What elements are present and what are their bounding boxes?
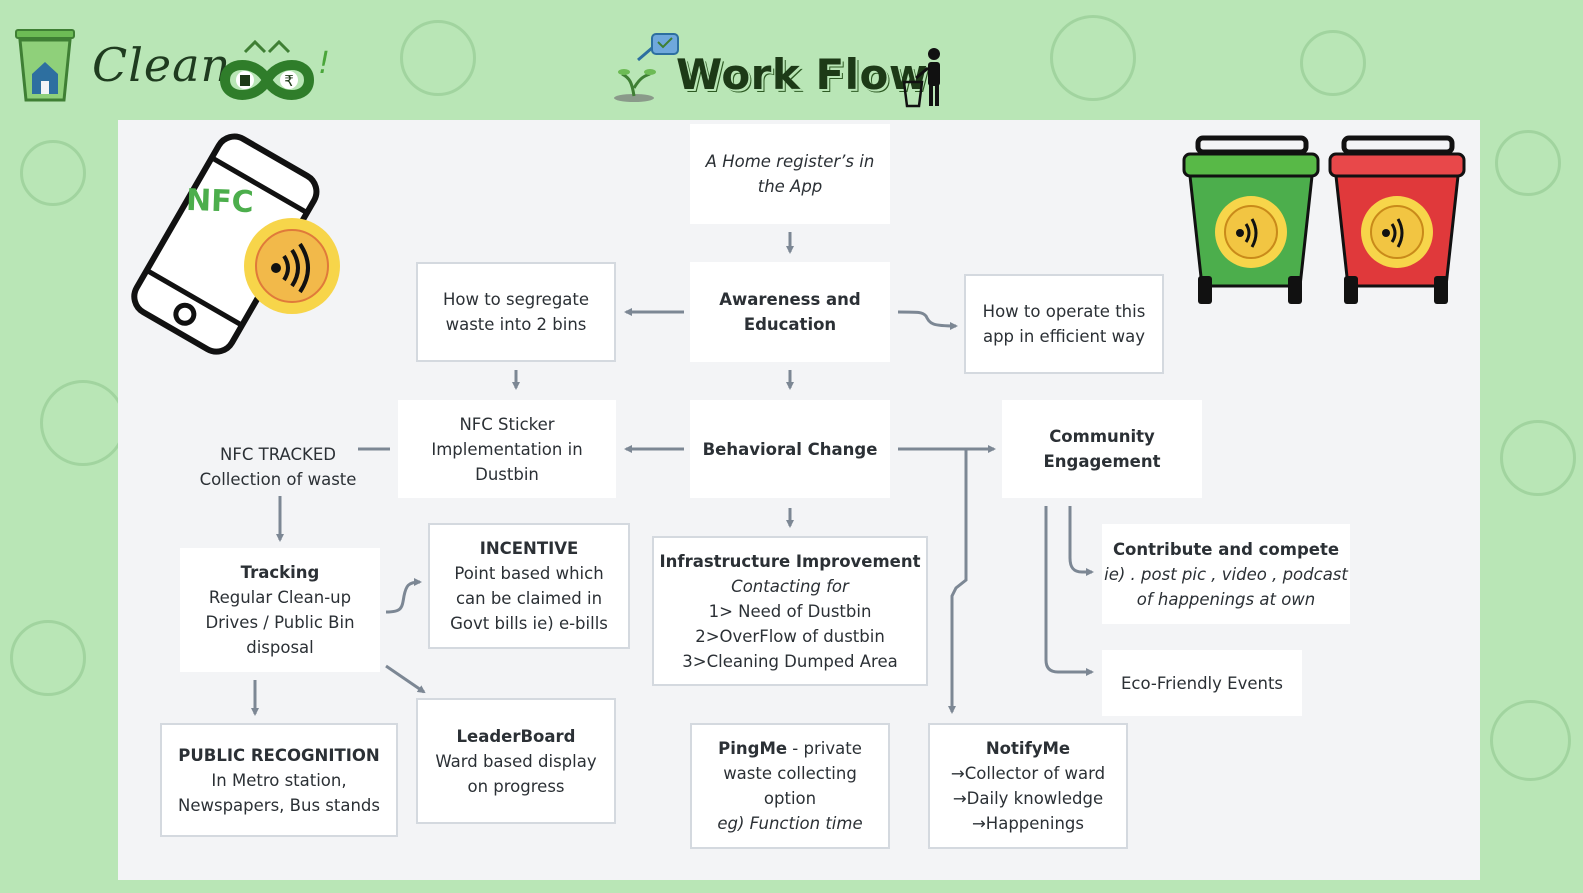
node-leaderboard: LeaderBoard Ward based display on progre…	[416, 698, 616, 824]
node-text: disposal	[246, 638, 314, 657]
node-text: Eco-Friendly Events	[1120, 673, 1284, 693]
node-text: option	[763, 789, 817, 808]
logo-exclaim: !	[318, 46, 331, 81]
node-infrastructure: Infrastructure Improvement Contacting fo…	[652, 536, 928, 686]
node-community-engagement: Community Engagement	[1002, 400, 1202, 498]
node-text: A Home register’s in	[705, 152, 875, 171]
node-text: How to segregate	[442, 290, 590, 309]
arrow-community-to-contribute	[1068, 506, 1094, 576]
node-text: of happenings at own	[1136, 589, 1316, 609]
node-text: waste into 2 bins	[445, 315, 587, 334]
flow-arrows	[251, 232, 1094, 716]
node-behavioral-change: Behavioral Change	[690, 400, 890, 498]
node-text: Drives / Public Bin	[205, 613, 355, 632]
arrow-community-to-events	[1044, 506, 1094, 676]
node-nfc-tracked: NFC TRACKED Collection of waste	[178, 442, 378, 492]
node-contribute-compete: Contribute and compete ie) . post pic , …	[1102, 524, 1350, 624]
node-text: →Collector of ward	[950, 764, 1106, 783]
node-notifyme: NotifyMe →Collector of ward →Daily knowl…	[928, 723, 1128, 849]
node-text: Community	[1049, 427, 1155, 446]
node-home-register: A Home register’s in the App	[690, 124, 890, 224]
node-text: Behavioral Change	[702, 439, 878, 459]
nfc-phone-icon: NFC	[126, 126, 346, 356]
node-incentive: INCENTIVE Point based which can be claim…	[428, 523, 630, 649]
node-text: How to operate this	[982, 302, 1146, 321]
node-public-recognition: PUBLIC RECOGNITION In Metro station, New…	[160, 723, 398, 837]
node-nfc-sticker: NFC Sticker Implementation in Dustbin	[398, 400, 616, 498]
node-text: waste collecting	[723, 764, 857, 783]
node-text: Collection of waste	[199, 470, 357, 489]
green-bin-icon	[1182, 135, 1320, 304]
node-text: ie) . post pic , video , podcast	[1104, 564, 1348, 584]
node-title: Tracking	[240, 563, 320, 582]
node-text: Education	[743, 315, 837, 334]
node-text: app in efficient way	[982, 327, 1146, 346]
infinity-rupee-icon: ₹	[219, 39, 315, 100]
node-text: Ward based display	[435, 751, 597, 771]
node-operate-app: How to operate this app in efficient way	[964, 274, 1164, 374]
node-text: Point based which	[454, 564, 604, 583]
arrow-awareness-to-operate	[897, 310, 958, 330]
node-text: Implementation in	[431, 439, 583, 459]
node-title: PingMe	[718, 739, 788, 758]
node-title-suffix: - private	[787, 739, 862, 758]
arrow-tracking-to-leaderboard	[385, 664, 426, 694]
node-title: INCENTIVE	[479, 539, 579, 558]
node-note: eg) Function time	[717, 814, 863, 833]
bins-illustration	[1182, 135, 1466, 304]
watering-can-icon	[614, 33, 679, 102]
node-text: can be claimed in	[455, 589, 603, 608]
arrow-behavioral-to-notify	[948, 449, 968, 714]
node-subtitle: Contacting for	[731, 576, 849, 596]
node-title: Infrastructure Improvement	[659, 551, 921, 571]
app-logo: Clean ₹ !	[12, 20, 342, 105]
node-text: Engagement	[1043, 452, 1161, 471]
page-title: Work Flow	[676, 50, 929, 99]
arrow-tracking-to-incentive	[385, 578, 422, 614]
page-title-area: Work Flow	[612, 28, 952, 108]
node-text: NFC Sticker	[459, 414, 555, 434]
recycle-bin-logo-icon	[15, 29, 75, 102]
node-eco-events: Eco-Friendly Events	[1102, 650, 1302, 716]
node-text: →Daily knowledge	[952, 789, 1104, 808]
person-dustbin-icon	[902, 48, 940, 108]
node-text: Dustbin	[475, 464, 539, 484]
node-text: In Metro station,	[211, 770, 347, 790]
node-segregate: How to segregate waste into 2 bins	[416, 262, 616, 362]
node-tracking: Tracking Regular Clean-up Drives / Publi…	[180, 548, 380, 672]
node-title: LeaderBoard	[456, 726, 576, 746]
node-text: NFC TRACKED	[220, 445, 336, 464]
node-title: NotifyMe	[985, 739, 1071, 758]
node-title: PUBLIC RECOGNITION	[178, 745, 380, 765]
logo-text: Clean	[92, 38, 232, 92]
rupee-symbol: ₹	[284, 72, 294, 90]
red-bin-icon	[1328, 135, 1466, 304]
node-text: Awareness and	[719, 290, 861, 309]
node-text: the App	[757, 177, 823, 196]
diagram-panel: NFC	[118, 120, 1480, 880]
node-text: 1> Need of Dustbin	[708, 601, 872, 621]
node-text: Newspapers, Bus stands	[178, 795, 380, 815]
node-text: 3>Cleaning Dumped Area	[682, 651, 898, 671]
node-text: 2>OverFlow of dustbin	[695, 626, 885, 646]
node-text: Govt bills ie) e-bills	[450, 614, 608, 633]
node-title: Contribute and compete	[1112, 539, 1340, 559]
node-awareness-education: Awareness and Education	[690, 262, 890, 362]
node-pingme: PingMe - private waste collecting option…	[690, 723, 890, 849]
node-text: on progress	[467, 776, 565, 796]
node-text: →Happenings	[971, 814, 1084, 833]
node-text: Regular Clean-up	[208, 588, 352, 607]
node-title-line: PingMe - private	[718, 736, 862, 761]
